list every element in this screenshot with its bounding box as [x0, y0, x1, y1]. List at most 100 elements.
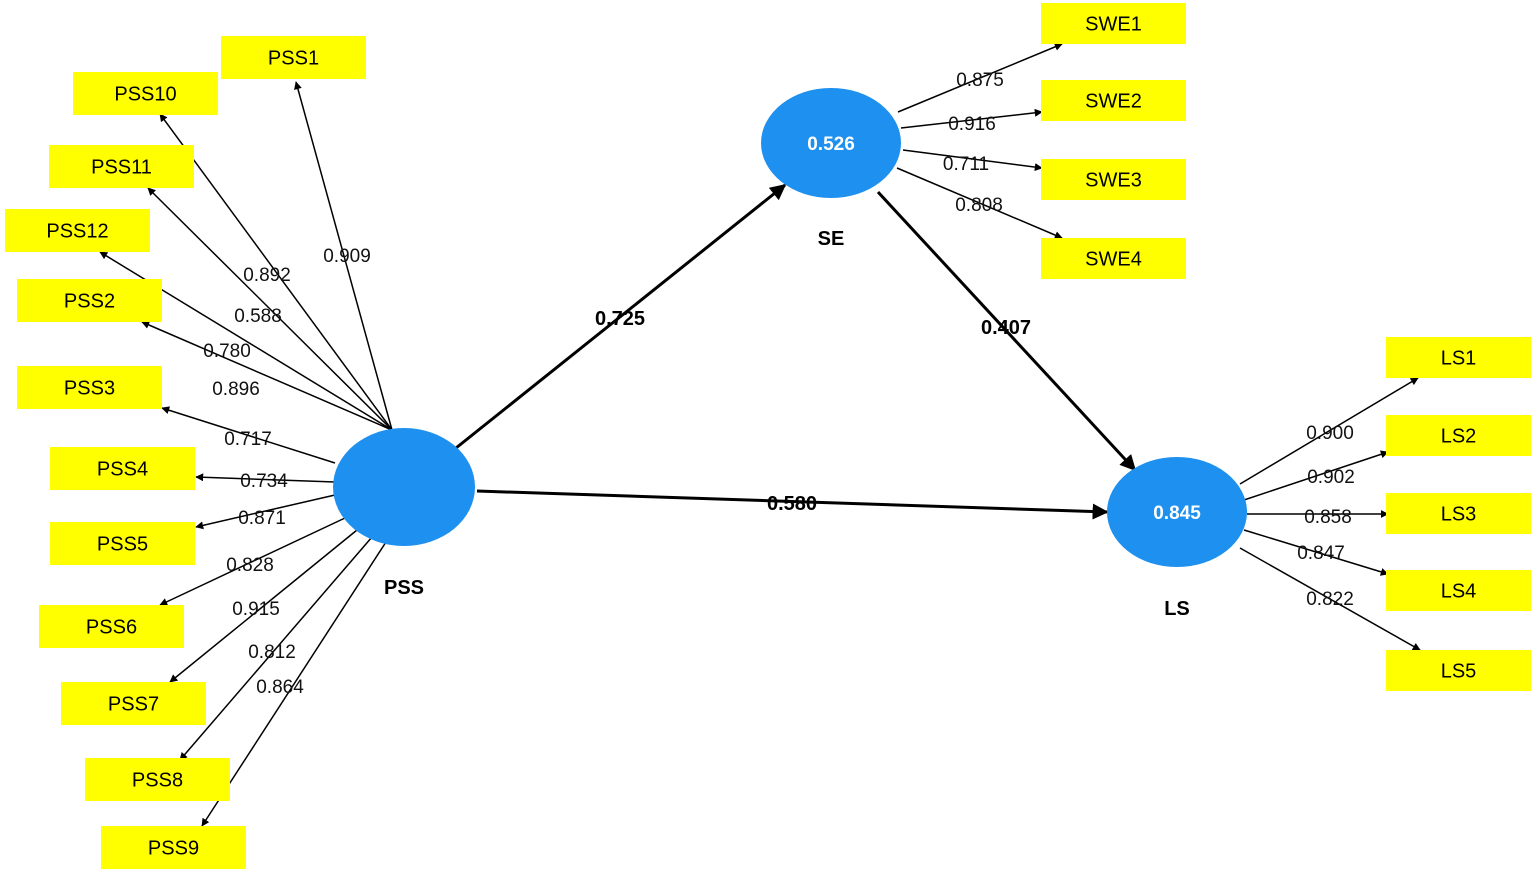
loading-value-pss9: 0.864 — [256, 677, 304, 698]
path-coefficient-se-to-ls: 0.407 — [981, 317, 1031, 339]
indicator-label-swe1: SWE1 — [1085, 14, 1142, 36]
loading-arrow-pss8 — [179, 536, 373, 761]
loading-arrow-pss3 — [161, 406, 336, 464]
loading-value-swe4: 0.808 — [955, 195, 1003, 216]
loading-value-pss7: 0.915 — [232, 599, 280, 620]
loading-value-swe1: 0.875 — [956, 70, 1004, 91]
indicator-label-pss11: PSS11 — [91, 157, 152, 179]
indicator-box-pss9 — [101, 826, 246, 869]
path-arrow-pss-to-se — [455, 183, 787, 450]
loading-arrow-swe2 — [900, 108, 1043, 129]
loading-arrow-ls1 — [1239, 377, 1419, 485]
indicator-box-pss5 — [50, 522, 195, 565]
coefficient-labels: 0.909 0.892 0.588 0.780 0.896 0.717 0.734 0.871… — [203, 70, 1355, 698]
loading-arrow-swe3 — [902, 149, 1043, 172]
indicator-label-pss9: PSS9 — [148, 838, 199, 860]
indicator-box-swe4 — [1041, 238, 1186, 279]
loading-value-pss4: 0.734 — [240, 471, 288, 492]
indicator-label-pss4: PSS4 — [97, 459, 148, 481]
loading-value-ls5: 0.822 — [1306, 589, 1354, 610]
indicator-box-pss11 — [49, 145, 194, 188]
path-arrow-se-to-ls — [876, 190, 1137, 472]
loading-value-pss1: 0.909 — [323, 246, 371, 267]
construct-node-ls — [1107, 457, 1247, 567]
loading-value-pss6: 0.828 — [226, 555, 274, 576]
indicator-box-pss12 — [5, 209, 150, 252]
construct-label-se: SE — [818, 228, 845, 250]
indicator-boxes: PSS1PSS10PSS11PSS12PSS2PSS3PSS4PSS5PSS6P… — [5, 3, 1531, 869]
indicator-box-ls3 — [1386, 493, 1531, 534]
loading-value-ls1: 0.900 — [1306, 423, 1354, 444]
loading-value-pss11: 0.588 — [234, 306, 282, 327]
loading-arrow-pss5 — [195, 494, 336, 530]
loading-value-pss12: 0.780 — [203, 341, 251, 362]
loading-arrow-pss2 — [141, 321, 393, 431]
path-coefficient-pss-to-ls: 0.580 — [767, 493, 817, 515]
connection-lines — [99, 43, 1421, 827]
indicator-box-pss8 — [85, 758, 230, 801]
indicator-box-pss7 — [61, 682, 206, 725]
construct-node-se — [761, 88, 901, 198]
indicator-label-pss12: PSS12 — [46, 221, 108, 243]
construct-label-pss: PSS — [384, 577, 424, 599]
loading-value-swe3: 0.711 — [943, 154, 989, 175]
indicator-label-pss7: PSS7 — [108, 694, 159, 716]
loading-arrow-ls5 — [1239, 547, 1421, 651]
construct-label-ls: LS — [1164, 598, 1190, 620]
indicator-box-pss10 — [73, 72, 218, 115]
loading-value-pss10: 0.892 — [243, 265, 291, 286]
indicator-box-ls4 — [1386, 570, 1531, 611]
indicator-label-pss2: PSS2 — [64, 291, 115, 313]
path-coefficient-pss-to-se: 0.725 — [595, 308, 645, 330]
indicator-box-pss2 — [17, 279, 162, 322]
loading-value-swe2: 0.916 — [948, 114, 996, 135]
indicator-label-ls2: LS2 — [1441, 426, 1477, 448]
indicator-label-pss5: PSS5 — [97, 534, 148, 556]
indicator-box-pss6 — [39, 605, 184, 648]
indicator-label-pss10: PSS10 — [114, 84, 176, 106]
indicator-label-pss8: PSS8 — [132, 770, 183, 792]
indicator-box-swe3 — [1041, 159, 1186, 200]
indicator-box-swe1 — [1041, 3, 1186, 44]
indicator-box-ls2 — [1386, 415, 1531, 456]
indicator-box-ls5 — [1386, 650, 1531, 691]
loading-value-ls4: 0.847 — [1297, 543, 1345, 564]
indicator-box-pss3 — [17, 366, 162, 409]
indicator-box-pss4 — [50, 447, 195, 490]
indicator-label-pss6: PSS6 — [86, 617, 137, 639]
loading-arrow-pss11 — [147, 187, 393, 431]
indicator-label-ls5: LS5 — [1441, 661, 1477, 683]
indicator-label-swe3: SWE3 — [1085, 170, 1142, 192]
loading-value-ls3: 0.858 — [1304, 507, 1352, 528]
loading-arrow-swe1 — [897, 43, 1063, 113]
loading-value-ls2: 0.902 — [1307, 467, 1355, 488]
r-squared-ls: 0.845 — [1153, 503, 1201, 524]
construct-node-pss — [333, 428, 475, 546]
loading-arrow-pss9 — [201, 541, 387, 827]
indicator-box-pss1 — [221, 36, 366, 79]
loading-value-pss5: 0.871 — [238, 508, 286, 529]
loading-arrow-pss10 — [159, 113, 393, 431]
indicator-label-pss3: PSS3 — [64, 378, 115, 400]
indicator-label-swe2: SWE2 — [1085, 91, 1142, 113]
indicator-box-swe2 — [1041, 80, 1186, 121]
indicator-label-ls1: LS1 — [1441, 348, 1477, 370]
loading-arrow-pss1 — [294, 81, 393, 431]
loading-arrow-ls2 — [1243, 450, 1389, 501]
path-arrow-pss-to-ls — [476, 489, 1109, 520]
indicator-label-pss1: PSS1 — [268, 48, 319, 70]
loading-arrow-pss7 — [169, 529, 358, 683]
loading-value-pss2: 0.896 — [212, 379, 260, 400]
indicator-box-ls1 — [1386, 337, 1531, 378]
indicator-label-swe4: SWE4 — [1085, 249, 1142, 271]
loading-arrow-pss4 — [195, 473, 336, 483]
indicator-label-ls3: LS3 — [1441, 504, 1477, 526]
loading-arrow-swe4 — [896, 167, 1063, 239]
loading-value-pss3: 0.717 — [224, 429, 272, 450]
r-squared-se: 0.526 — [807, 134, 855, 155]
loading-value-pss8: 0.812 — [248, 642, 296, 663]
loading-arrow-ls4 — [1243, 529, 1389, 576]
